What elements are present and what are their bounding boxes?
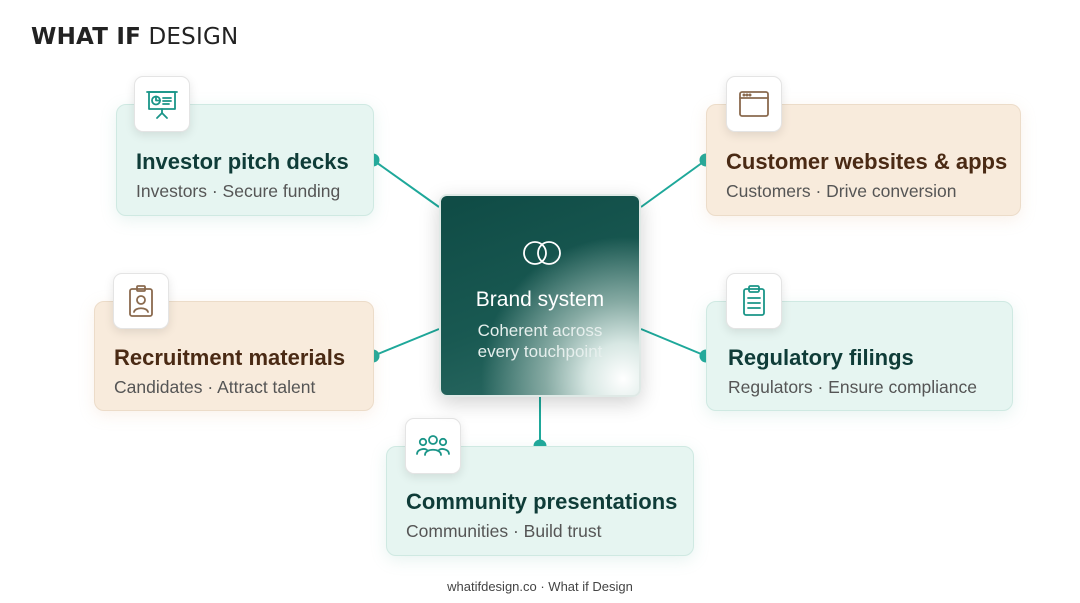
hub-subtitle: Coherent across every touchpoint: [441, 320, 639, 362]
node-subtitle: Candidates · Attract talent: [114, 377, 316, 397]
node-title: Customer websites & apps: [726, 149, 1008, 174]
connector-customer: [640, 159, 707, 208]
interlocking-rings-icon: [523, 241, 561, 265]
node-title: Investor pitch decks: [136, 149, 349, 174]
connector-investor: [372, 159, 440, 208]
brand-logo-bold: WHAT IF: [31, 24, 141, 50]
node-title: Regulatory filings: [728, 345, 914, 370]
clipboard-icon: [726, 273, 782, 329]
connector-regulatory: [640, 328, 707, 357]
id-badge-icon: [113, 273, 169, 329]
brand-logo: WHAT IF DESIGN: [31, 24, 238, 50]
node-title: Community presentations: [406, 489, 678, 514]
connector-recruitment: [372, 328, 440, 357]
node-subtitle: Investors · Secure funding: [136, 181, 341, 201]
people-group-icon: [405, 418, 461, 474]
node-title: Recruitment materials: [114, 345, 346, 370]
brand-system-hub: Brand system Coherent across every touch…: [439, 194, 641, 397]
node-subtitle: Communities · Build trust: [406, 521, 602, 541]
browser-window-icon: [726, 76, 782, 132]
hub-title: Brand system: [475, 288, 605, 311]
presentation-board-icon: [134, 76, 190, 132]
brand-logo-light: DESIGN: [148, 24, 239, 50]
hub-subtitle-line1: Coherent across: [477, 321, 603, 340]
node-subtitle: Customers · Drive conversion: [726, 181, 957, 201]
footer-credit: whatifdesign.co · What if Design: [447, 579, 633, 594]
hub-subtitle-line2: every touchpoint: [477, 342, 603, 361]
node-subtitle: Regulators · Ensure compliance: [728, 377, 978, 397]
node-customer-websites: Customer websites & apps Customers · Dri…: [706, 104, 1021, 216]
